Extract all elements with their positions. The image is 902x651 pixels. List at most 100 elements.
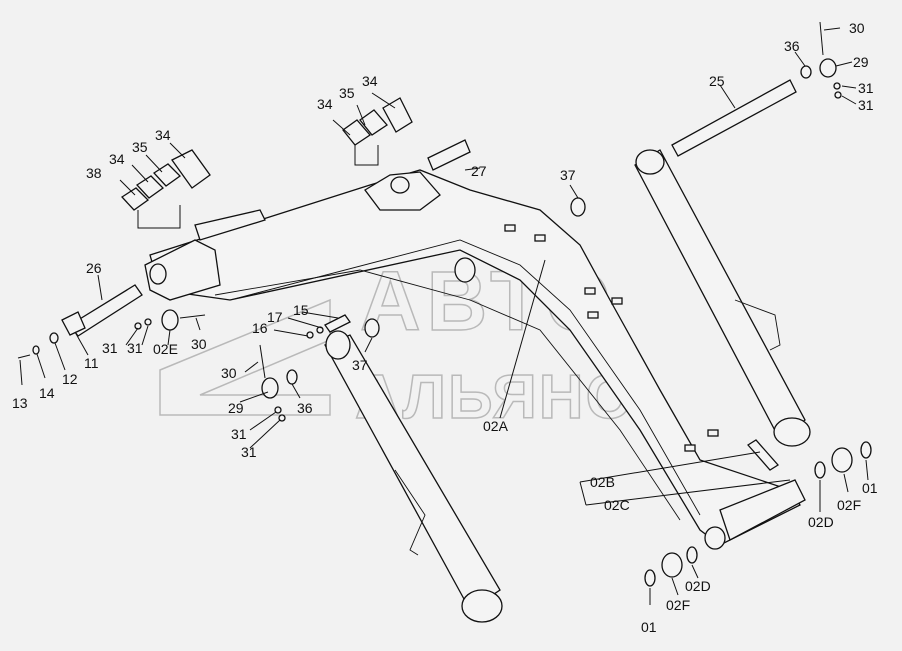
- plate-02E: [161, 309, 179, 331]
- nut-31: [274, 406, 282, 414]
- boom-lower-edge: [229, 239, 701, 516]
- leader-lines: [19, 27, 869, 605]
- label-31: 31: [127, 340, 143, 356]
- pin-25: [671, 79, 797, 157]
- label-16: 16: [252, 320, 268, 336]
- boom-tip-hole: [704, 526, 726, 550]
- label-02F: 02F: [666, 597, 690, 613]
- boom-assembly: [144, 169, 806, 550]
- bolt-30-left: [179, 314, 206, 319]
- boom-foot-block: [144, 239, 221, 301]
- label-02D: 02D: [808, 514, 834, 530]
- shim-stack-left: [120, 149, 211, 211]
- bracket-strip: [747, 439, 779, 471]
- label-37: 37: [560, 167, 576, 183]
- label-29: 29: [853, 54, 869, 70]
- label-36: 36: [784, 38, 800, 54]
- ring-36-lower: [286, 369, 298, 385]
- label-01: 01: [862, 480, 878, 496]
- nut-31: [833, 82, 841, 90]
- boom-foot-pin-hole: [149, 263, 167, 285]
- shim-37-lower: [364, 318, 380, 338]
- plate: [584, 287, 596, 295]
- seal-02D-left: [686, 546, 698, 564]
- seal-02D-right: [814, 461, 826, 479]
- nut-31: [834, 91, 842, 99]
- label-36: 36: [297, 400, 313, 416]
- label-02D: 02D: [685, 578, 711, 594]
- arm-cylinder-rod-eye: [635, 149, 665, 175]
- boom-cylinder-boss: [454, 257, 476, 283]
- bolt-30-top: [819, 21, 824, 56]
- ring-01-right: [860, 441, 872, 459]
- label-15: 15: [293, 302, 309, 318]
- label-34: 34: [155, 127, 171, 143]
- bolt-13: [17, 354, 31, 359]
- pin-27: [427, 139, 471, 171]
- label-01: 01: [641, 619, 657, 635]
- label-31: 31: [231, 426, 247, 442]
- part-15: [324, 314, 351, 333]
- label-35: 35: [339, 85, 355, 101]
- shim-stack-right: [342, 97, 413, 146]
- boom-body: [149, 169, 801, 546]
- arm-cylinder-pipe: [734, 299, 781, 351]
- cylinder-base-eye: [461, 589, 503, 623]
- label-25: 25: [709, 73, 725, 89]
- label-02B: 02B: [590, 474, 615, 490]
- arm-cylinder: [634, 149, 811, 447]
- plate: [504, 224, 516, 232]
- ring-01-left: [644, 569, 656, 587]
- arm-cylinder-base-eye: [773, 417, 811, 447]
- label-34: 34: [109, 151, 125, 167]
- cylinder-pipe: [394, 469, 426, 556]
- boom-bracket-hole: [390, 176, 410, 194]
- plate: [684, 444, 696, 452]
- label-34: 34: [317, 96, 333, 112]
- boom-bracket-left: [194, 209, 266, 241]
- part-16: [306, 331, 314, 339]
- washer-14: [32, 345, 40, 355]
- shim-37-top: [570, 197, 586, 217]
- bushing-02F-right: [831, 447, 853, 473]
- nut-31: [278, 414, 286, 422]
- boom-cylinder: [324, 330, 503, 623]
- bushing-02F-left: [661, 552, 683, 578]
- plate: [707, 429, 719, 437]
- label-14: 14: [39, 385, 55, 401]
- label-31: 31: [858, 80, 874, 96]
- label-29: 29: [228, 400, 244, 416]
- label-12: 12: [62, 371, 78, 387]
- plate-11: [61, 311, 86, 336]
- boom-tip-tube: [719, 479, 806, 541]
- nut-31: [134, 322, 142, 330]
- label-02F: 02F: [837, 497, 861, 513]
- bushing-29-top: [819, 58, 837, 78]
- label-30: 30: [191, 336, 207, 352]
- label-30: 30: [221, 365, 237, 381]
- plate: [611, 297, 623, 305]
- callout-labels: 30 36 29 31 31 25 34 35 34 38 34 35 34 2…: [12, 20, 878, 635]
- label-34: 34: [362, 73, 378, 89]
- label-30: 30: [849, 20, 865, 36]
- label-26: 26: [86, 260, 102, 276]
- label-31: 31: [241, 444, 257, 460]
- label-02A: 02A: [483, 418, 509, 434]
- cylinder-rod-eye: [325, 330, 351, 360]
- label-02E: 02E: [153, 341, 178, 357]
- label-27: 27: [471, 163, 487, 179]
- nut-31: [144, 318, 152, 326]
- small-parts: [17, 21, 872, 587]
- label-31: 31: [858, 97, 874, 113]
- label-37: 37: [352, 357, 368, 373]
- label-38: 38: [86, 165, 102, 181]
- label-35: 35: [132, 139, 148, 155]
- washer-12: [49, 332, 59, 344]
- label-02C: 02C: [604, 497, 630, 513]
- boom-inner-edge: [214, 269, 681, 521]
- label-17: 17: [267, 309, 283, 325]
- label-13: 13: [12, 395, 28, 411]
- bolt-30-lower: [259, 344, 266, 379]
